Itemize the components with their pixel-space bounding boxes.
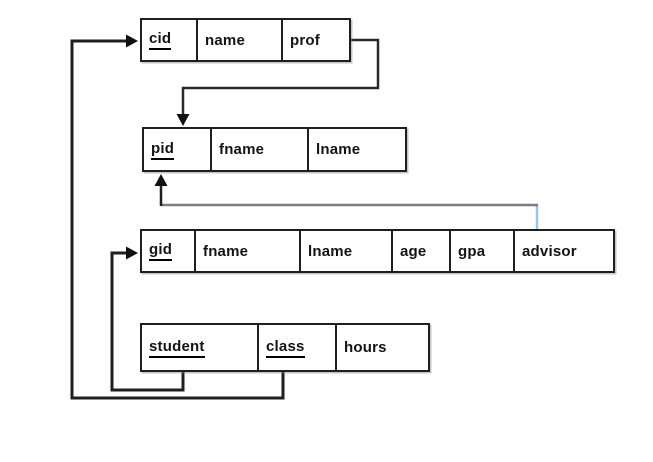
table-gid: gid fname lname age gpa advisor [140,229,615,273]
table-pid: pid fname lname [142,127,407,172]
fk-student-to-gid-connector [110,246,185,392]
column-label-gid: gid [149,241,173,261]
column-label-advisor: advisor [522,242,577,260]
column-advisor: advisor [515,231,613,271]
arrowhead-into-gid [126,246,138,260]
column-cid: cid [142,20,198,60]
arrowhead-into-pid-top [176,114,190,126]
column-fname: fname [212,129,309,170]
column-pid: pid [144,129,212,170]
column-label-lname: lname [316,141,361,158]
column-gid: gid [142,231,196,271]
column-label-prof: prof [290,31,320,49]
column-hours: hours [337,325,428,370]
column-age: age [393,231,451,271]
column-label-name: name [205,31,245,49]
column-class: class [259,325,337,370]
column-student: student [142,325,259,370]
column-label-gpa: gpa [458,242,486,260]
column-name: name [198,20,283,60]
table-enrollment: student class hours [140,323,430,372]
arrowhead-into-cid [126,34,138,48]
column-label-fname: fname [219,141,265,158]
arrowhead-into-pid-bottom [154,174,168,186]
table-cid: cid name prof [140,18,351,62]
column-label-fname-2: fname [203,242,249,260]
fk-class-to-cid-connector [70,34,285,400]
column-label-pid: pid [151,140,175,160]
column-label-age: age [400,242,427,260]
fk-prof-to-pid-connector [176,38,380,126]
column-label-class: class [266,338,305,358]
column-fname-2: fname [196,231,301,271]
column-gpa: gpa [451,231,515,271]
fk-advisor-to-pid-connector [154,174,539,229]
column-label-cid: cid [149,30,172,50]
column-label-lname-2: lname [308,242,353,260]
column-lname: lname [309,129,405,170]
column-label-hours: hours [344,339,387,356]
column-prof: prof [283,20,349,60]
column-label-student: student [149,338,205,358]
column-lname-2: lname [301,231,393,271]
